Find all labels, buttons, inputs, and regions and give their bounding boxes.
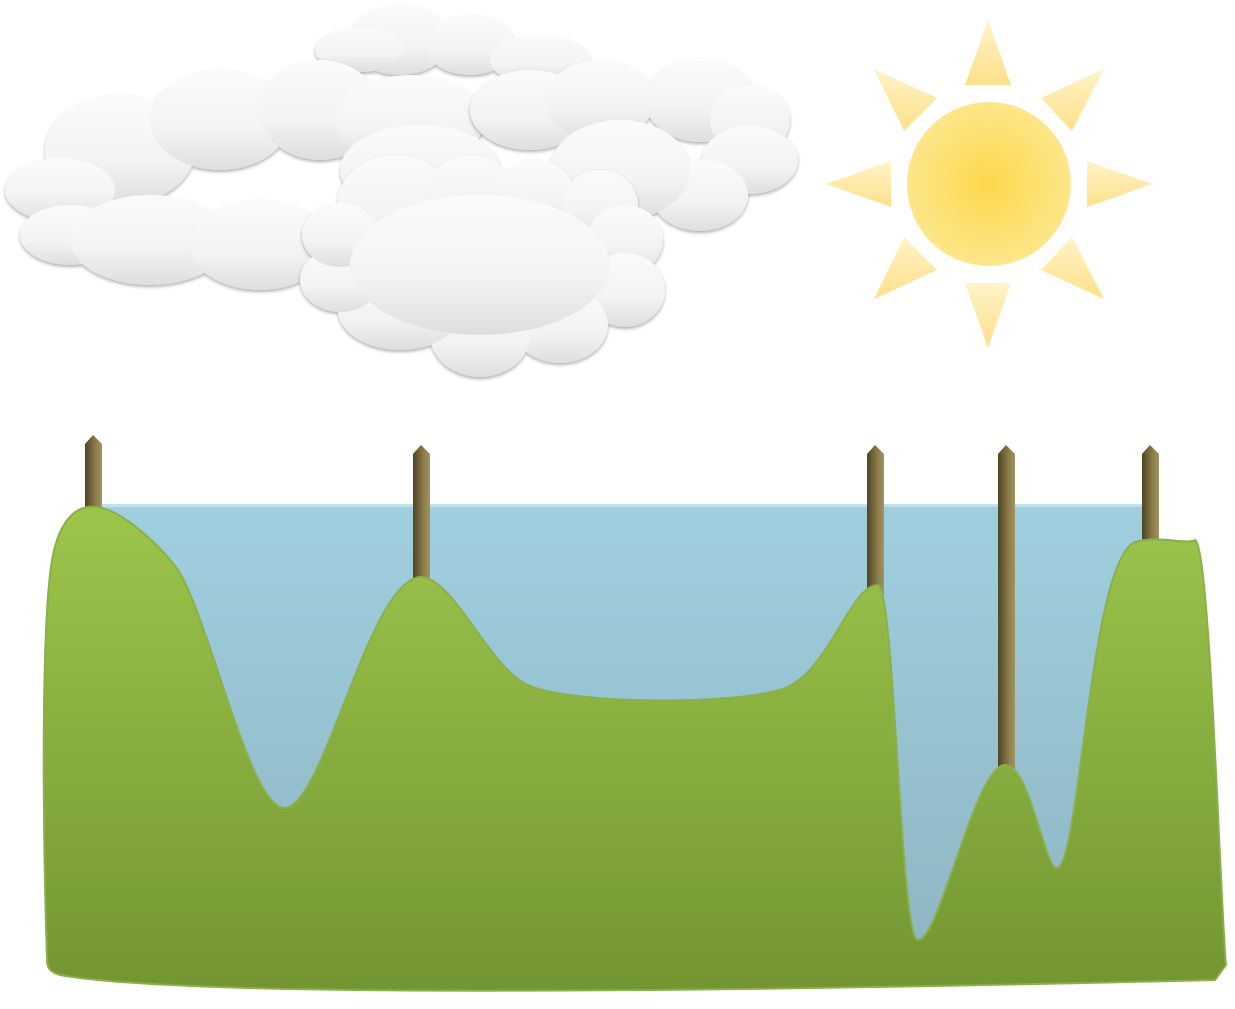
pole-3 bbox=[867, 445, 884, 595]
cloud-right bbox=[470, 58, 798, 231]
cloud-front bbox=[300, 155, 665, 377]
ground-terrain bbox=[42, 505, 1228, 992]
sun bbox=[826, 20, 1152, 348]
pole-2 bbox=[413, 445, 430, 585]
pole-4 bbox=[998, 445, 1015, 775]
pole-1 bbox=[85, 435, 102, 512]
sun-rays bbox=[826, 20, 1152, 348]
pole-5 bbox=[1142, 445, 1159, 545]
sun-disc bbox=[907, 102, 1071, 266]
measurement-poles bbox=[85, 435, 1159, 775]
water-surface bbox=[90, 504, 1152, 507]
